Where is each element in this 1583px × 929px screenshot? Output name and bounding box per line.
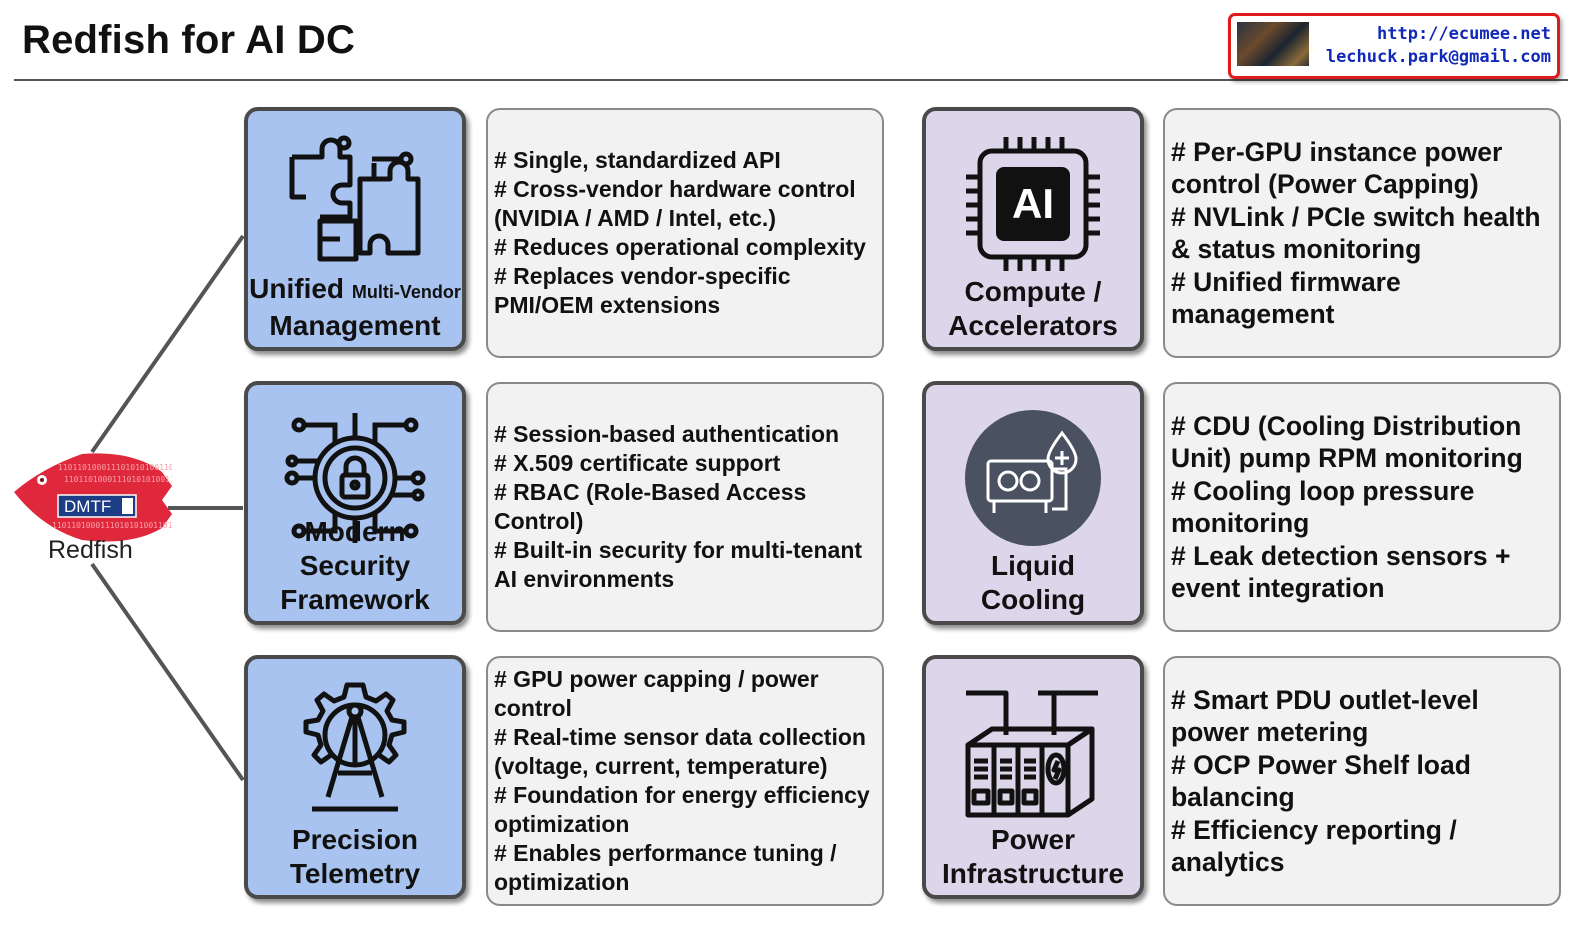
feature-item: # Reduces operational complexity: [494, 234, 866, 260]
feature-item: # Single, standardized API: [494, 147, 781, 173]
feature-item: # Foundation for energy efficiency optim…: [494, 782, 870, 837]
category-label-main: Liquid: [991, 550, 1075, 581]
feature-item: # X.509 certificate support: [494, 450, 781, 476]
category-liquid-cooling: Liquid Cooling: [922, 381, 1144, 625]
category-label: Liquid Cooling: [926, 549, 1140, 617]
category-label-line2: Management: [269, 310, 441, 341]
feature-item: # RBAC (Role-Based Access Control): [494, 479, 807, 534]
title-divider: [14, 79, 1568, 81]
description-unified-management: # Single, standardized API # Cross-vendo…: [486, 108, 884, 358]
feature-item: # CDU (Cooling Distribution Unit) pump R…: [1171, 410, 1523, 474]
category-label-main: Power: [990, 824, 1076, 855]
contact-email[interactable]: lechuck.park@gmail.com: [1325, 47, 1551, 67]
ai-chip-icon: AI: [966, 137, 1100, 271]
category-security-framework: Modern Security Framework: [244, 381, 466, 625]
description-precision-telemetry: # GPU power capping / power control # Re…: [486, 656, 884, 906]
dmtf-badge-tab: [122, 498, 133, 514]
chip-core: [996, 167, 1070, 241]
description-compute-accelerators: # Per-GPU instance power control (Power …: [1163, 108, 1561, 358]
author-photo: [1237, 22, 1309, 66]
contact-card: http://ecumee.net lechuck.park@gmail.com: [1228, 13, 1560, 79]
puzzle-circuit-icon: [289, 135, 421, 262]
category-label-main: Compute /: [964, 276, 1102, 307]
category-label-main: Modern Security: [299, 516, 411, 581]
category-unified-management: Unified Multi-Vendor Management: [244, 107, 466, 351]
feature-item: # Unified firmware management: [1171, 266, 1401, 330]
feature-item: # Cross-vendor hardware control (NVIDIA …: [494, 176, 856, 231]
feature-item: # Leak detection sensors + event integra…: [1171, 540, 1511, 604]
feature-item: # OCP Power Shelf load balancing: [1171, 749, 1471, 813]
description-power-infrastructure: # Smart PDU outlet-level power metering …: [1163, 656, 1561, 906]
description-liquid-cooling: # CDU (Cooling Distribution Unit) pump R…: [1163, 382, 1561, 632]
category-label-small: Multi-Vendor: [351, 282, 461, 302]
category-label-line2: Telemetry: [289, 858, 421, 889]
power-rack-icon: [965, 690, 1098, 818]
dmtf-badge: [57, 494, 137, 518]
connector-line-telemetry: [90, 562, 245, 782]
feature-item: # Efficiency reporting / analytics: [1171, 814, 1457, 878]
category-label: Unified Multi-Vendor Management: [248, 272, 462, 343]
feature-item: # Session-based authentication: [494, 421, 840, 447]
lock-circuit-icon: [284, 413, 426, 543]
feature-item: # Enables performance tuning / optimizat…: [494, 840, 837, 895]
gear-compass-icon: [303, 682, 407, 812]
category-label: Power Infrastructure: [926, 823, 1140, 891]
category-label-line2: Accelerators: [948, 310, 1118, 341]
connector-line-management: [90, 234, 245, 454]
feature-item: # NVLink / PCIe switch health & status m…: [1171, 201, 1541, 265]
chip-text: AI: [1012, 180, 1054, 227]
description-security-framework: # Session-based authentication # X.509 c…: [486, 382, 884, 632]
category-power-infrastructure: Power Infrastructure: [922, 655, 1144, 899]
fish-pupil: [40, 478, 44, 482]
contact-url[interactable]: http://ecumee.net: [1377, 24, 1551, 44]
dmtf-badge-text: DMTF: [64, 497, 111, 516]
feature-item: # Cooling loop pressure monitoring: [1171, 475, 1475, 539]
feature-item: # Per-GPU instance power control (Power …: [1171, 136, 1503, 200]
redfish-logo-text: Redfish: [48, 536, 133, 564]
liquid-cooling-icon: [965, 410, 1101, 546]
category-label: Modern Security Framework: [248, 515, 462, 617]
category-compute-accelerators: AI Compute / Accelerators: [922, 107, 1144, 351]
category-label-line2: Cooling: [980, 584, 1086, 615]
feature-item: # GPU power capping / power control: [494, 666, 819, 721]
category-label: Precision Telemetry: [248, 823, 462, 891]
feature-item: # Real-time sensor data collection (volt…: [494, 724, 866, 779]
category-label-line2: Framework: [280, 584, 430, 615]
feature-item: # Replaces vendor-specific PMI/OEM exten…: [494, 263, 791, 318]
category-precision-telemetry: Precision Telemetry: [244, 655, 466, 899]
feature-item: # Smart PDU outlet-level power metering: [1171, 684, 1479, 748]
feature-item: # Built-in security for multi-tenant AI …: [494, 537, 863, 592]
category-label-main: Precision: [291, 824, 419, 855]
page-title: Redfish for AI DC: [22, 18, 356, 62]
category-label-main: Unified: [249, 273, 345, 304]
category-label: Compute / Accelerators: [926, 275, 1140, 343]
category-label-line2: Infrastructure: [941, 858, 1125, 889]
